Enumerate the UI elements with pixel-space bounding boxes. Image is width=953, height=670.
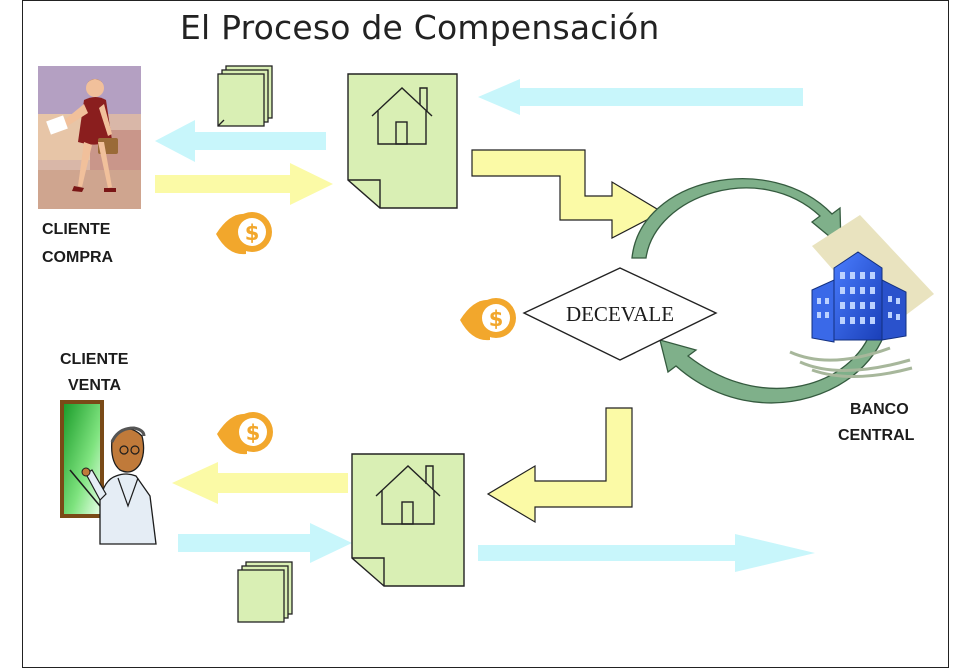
- document-to-decevale-arrow: [471, 149, 664, 239]
- decevale-node: DECEVALE: [522, 267, 718, 361]
- decevale-to-document-arrow: [486, 407, 633, 524]
- money-coin-icon: $: [460, 298, 516, 341]
- decevale-label: DECEVALE: [566, 302, 674, 326]
- securities-arrow-to-buyer: [155, 120, 326, 162]
- house-icon: [375, 465, 441, 525]
- payment-arrow-from-buyer: [155, 163, 333, 205]
- seller-label-line2: VENTA: [68, 377, 121, 394]
- slide-frame: [22, 0, 949, 668]
- bank-label-line1: BANCO: [850, 401, 909, 418]
- document-to-bank-arrow: [478, 534, 815, 572]
- bank-label-line2: CENTRAL: [838, 427, 915, 444]
- buyer-label-line2: COMPRA: [42, 249, 114, 266]
- buyer-client-illustration: [38, 66, 141, 209]
- clearing-cycle-arrows: [631, 178, 890, 404]
- central-bank-building-icon: [789, 215, 934, 379]
- settlement-document-bottom: [351, 453, 465, 587]
- svg-text:$: $: [489, 307, 504, 331]
- buyer-label-line1: CLIENTE: [42, 221, 111, 238]
- seller-label-line1: CLIENTE: [60, 351, 129, 368]
- svg-text:$: $: [246, 421, 261, 445]
- svg-text:$: $: [245, 221, 260, 245]
- page-title: El Proceso de Compensación: [180, 8, 660, 47]
- settlement-document-top: [347, 73, 458, 209]
- money-coin-icon: $: [217, 412, 273, 455]
- payment-arrow-to-seller: [172, 462, 348, 504]
- house-icon: [371, 87, 433, 145]
- documents-stack-icon: [217, 65, 273, 127]
- documents-stack-icon: [237, 561, 293, 623]
- bank-to-document-arrow: [478, 79, 803, 115]
- seller-client-illustration: [60, 400, 157, 545]
- securities-arrow-from-seller: [178, 523, 352, 563]
- money-coin-icon: $: [216, 212, 272, 255]
